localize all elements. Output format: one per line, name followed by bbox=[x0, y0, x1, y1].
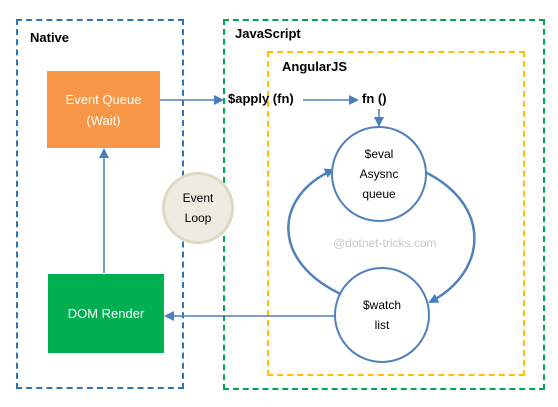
watermark: @dotnet-tricks.com bbox=[333, 236, 437, 250]
eval-line3: queue bbox=[362, 187, 396, 201]
eval-line2: Asysnc bbox=[359, 167, 399, 181]
digest-right-arc bbox=[424, 170, 476, 304]
watch-line1: $watch bbox=[362, 298, 402, 312]
event-loop-line1: Event bbox=[182, 191, 214, 205]
watch-list-circle: $watch list bbox=[334, 267, 430, 363]
event-queue-box: Event Queue (Wait) bbox=[47, 71, 160, 148]
eval-line1: $eval bbox=[364, 147, 394, 161]
javascript-title: JavaScript bbox=[235, 26, 301, 41]
apply-label: $apply (fn) bbox=[228, 91, 294, 106]
event-queue-sublabel: (Wait) bbox=[86, 112, 121, 128]
event-loop-circle: Event Loop bbox=[162, 172, 234, 244]
digest-left-arc bbox=[287, 168, 346, 298]
event-queue-label: Event Queue bbox=[65, 91, 142, 107]
event-loop-line2: Loop bbox=[184, 211, 212, 225]
dom-render-box: DOM Render bbox=[48, 274, 164, 353]
dom-render-label: DOM Render bbox=[67, 306, 145, 321]
angularjs-title: AngularJS bbox=[282, 59, 348, 74]
angularjs-frame bbox=[267, 51, 525, 376]
fn-label: fn () bbox=[362, 91, 387, 106]
native-title: Native bbox=[30, 30, 70, 45]
watch-line2: list bbox=[374, 318, 390, 332]
eval-async-queue-circle: $eval Asysnc queue bbox=[331, 126, 427, 222]
